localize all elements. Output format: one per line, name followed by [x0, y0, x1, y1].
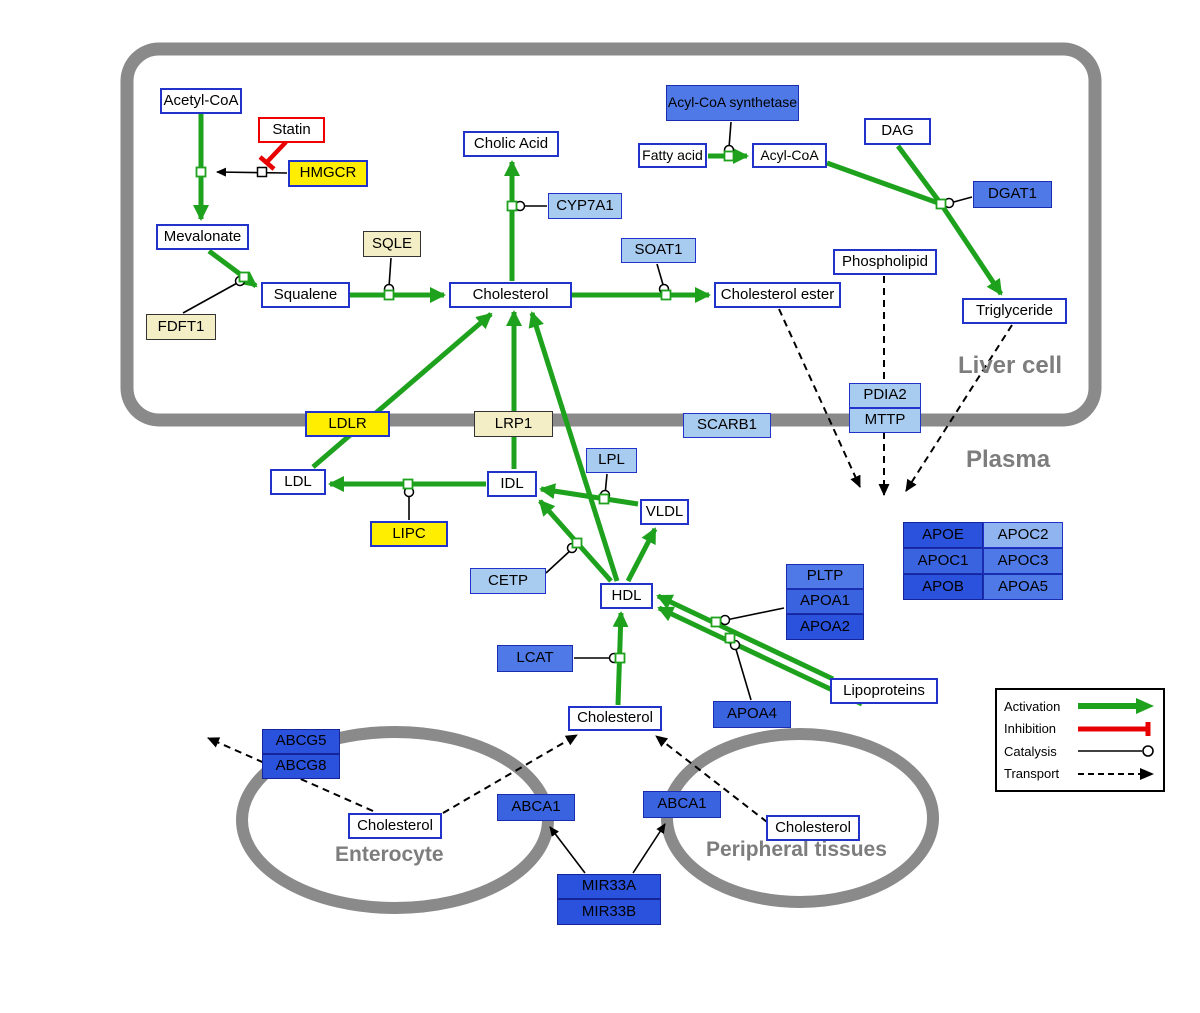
node-scarb1[interactable]: SCARB1: [683, 413, 771, 438]
node-cholesterol-peripheral[interactable]: Cholesterol: [766, 815, 860, 841]
legend-transport-label: Transport: [1004, 766, 1060, 782]
node-cetp[interactable]: CETP: [470, 568, 546, 594]
node-fdft1[interactable]: FDFT1: [146, 314, 216, 340]
node-ldl[interactable]: LDL: [270, 469, 326, 495]
node-squalene[interactable]: Squalene: [261, 282, 350, 308]
node-apoc2[interactable]: APOC2: [983, 522, 1063, 548]
node-lipoproteins[interactable]: Lipoproteins: [830, 678, 938, 704]
node-hmgcr[interactable]: HMGCR: [288, 160, 368, 187]
node-abcg5[interactable]: ABCG5: [262, 729, 340, 754]
legend-catalysis-label: Catalysis: [1004, 743, 1057, 759]
node-apoa4[interactable]: APOA4: [713, 701, 791, 728]
node-phospholipid[interactable]: Phospholipid: [833, 249, 937, 275]
node-acyl-coa-synthetase[interactable]: Acyl-CoA synthetase: [666, 85, 799, 121]
activation-arrow-icon: [1078, 698, 1154, 715]
node-ldlr[interactable]: LDLR: [305, 411, 390, 437]
node-idl[interactable]: IDL: [487, 471, 537, 497]
node-triglyceride[interactable]: Triglyceride: [962, 298, 1067, 324]
node-pdia2[interactable]: PDIA2: [849, 383, 921, 408]
catalysis-circle-icon: [1078, 745, 1154, 757]
node-sqle[interactable]: SQLE: [363, 231, 421, 257]
hmgcr-reaction-node: [256, 166, 268, 178]
node-statin[interactable]: Statin: [258, 117, 325, 143]
activation-edges: [193, 114, 1004, 707]
node-acyl-coa[interactable]: Acyl-CoA: [752, 143, 827, 168]
node-apoe[interactable]: APOE: [903, 522, 983, 548]
legend-activation-label: Activation: [1004, 698, 1061, 714]
node-mttp[interactable]: MTTP: [849, 408, 921, 433]
node-lrp1[interactable]: LRP1: [474, 411, 553, 437]
node-lpl[interactable]: LPL: [586, 448, 637, 473]
peripheral-tissues-membrane: [661, 728, 939, 908]
legend-row-catalysis: Catalysis: [1004, 742, 1156, 760]
node-fatty-acid[interactable]: Fatty acid: [638, 143, 707, 168]
legend-row-activation: Activation: [1004, 697, 1156, 715]
node-soat1[interactable]: SOAT1: [621, 238, 696, 263]
transport-dashed-arrow-icon: [1078, 767, 1154, 780]
legend-row-transport: Transport: [1004, 765, 1156, 783]
node-mevalonate[interactable]: Mevalonate: [156, 224, 249, 250]
node-vldl[interactable]: VLDL: [640, 499, 689, 525]
node-cyp7a1[interactable]: CYP7A1: [548, 193, 622, 219]
node-cholesterol-plasma[interactable]: Cholesterol: [568, 706, 662, 731]
legend-row-inhibition: Inhibition: [1004, 720, 1156, 738]
plasma-label: Plasma: [966, 446, 1051, 473]
inhibition-edge-statin: [258, 140, 288, 171]
node-hdl[interactable]: HDL: [600, 583, 653, 609]
node-apoc3[interactable]: APOC3: [983, 548, 1063, 574]
node-mir33b[interactable]: MIR33B: [557, 899, 661, 925]
inhibition-tee-icon: [1078, 721, 1151, 736]
node-dag[interactable]: DAG: [864, 118, 931, 145]
node-lipc[interactable]: LIPC: [370, 521, 448, 547]
node-mir33a[interactable]: MIR33A: [557, 874, 661, 899]
liver-cell-membrane: [120, 42, 1102, 427]
enterocyte-label: Enterocyte: [335, 843, 444, 866]
node-abca1-peripheral[interactable]: ABCA1: [643, 791, 721, 818]
liver-cell-label: Liver cell: [958, 352, 1063, 379]
node-acetyl-coa[interactable]: Acetyl-CoA: [160, 88, 242, 114]
node-abca1-enterocyte[interactable]: ABCA1: [497, 794, 575, 821]
reaction-nodes: [195, 150, 947, 664]
node-apob[interactable]: APOB: [903, 574, 983, 600]
catalysis-edges: [182, 121, 973, 874]
node-pltp[interactable]: PLTP: [786, 564, 864, 589]
node-apoa2[interactable]: APOA2: [786, 614, 864, 640]
node-apoc1[interactable]: APOC1: [903, 548, 983, 574]
node-cholic-acid[interactable]: Cholic Acid: [463, 131, 559, 157]
node-lcat[interactable]: LCAT: [497, 645, 573, 672]
legend: Activation Inhibition Catalysis Transpor…: [995, 688, 1165, 792]
node-cholesterol-liver[interactable]: Cholesterol: [449, 282, 572, 308]
node-apoa1[interactable]: APOA1: [786, 589, 864, 614]
node-dgat1[interactable]: DGAT1: [973, 181, 1052, 208]
peripheral-tissues-label: Peripheral tissues: [706, 838, 887, 861]
legend-inhibition-label: Inhibition: [1004, 721, 1057, 737]
node-cholesterol-enterocyte[interactable]: Cholesterol: [348, 813, 442, 839]
node-apoa5[interactable]: APOA5: [983, 574, 1063, 600]
node-cholesterol-ester[interactable]: Cholesterol ester: [714, 282, 841, 308]
node-abcg8[interactable]: ABCG8: [262, 754, 340, 779]
